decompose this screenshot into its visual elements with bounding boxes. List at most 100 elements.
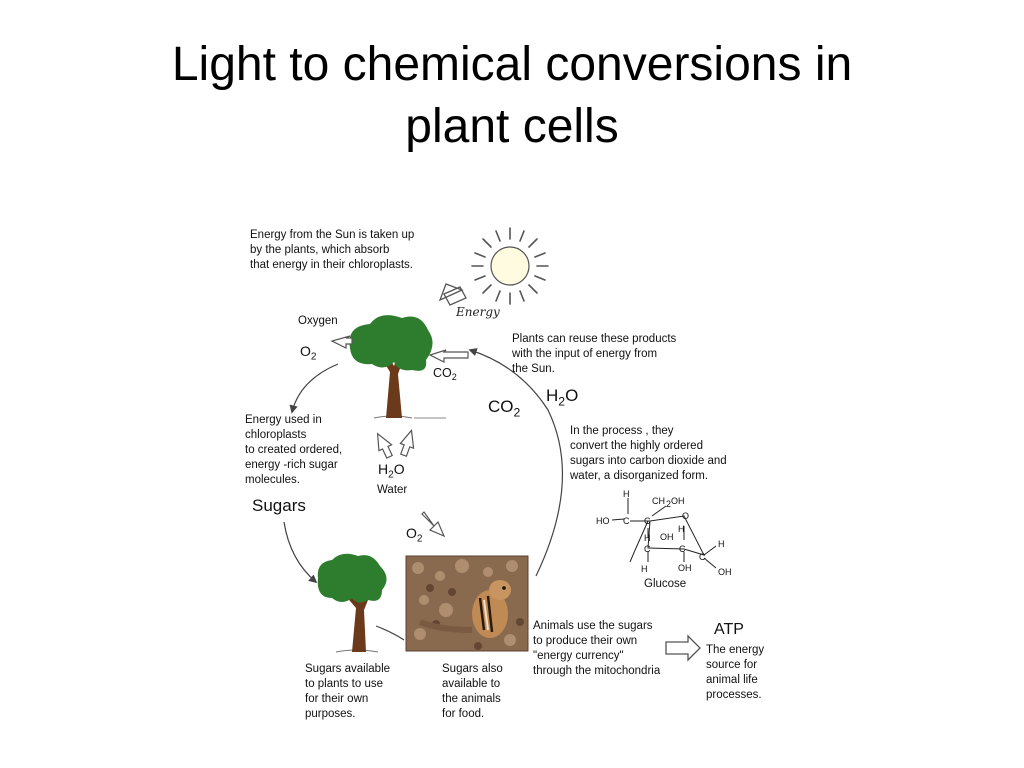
atp-arrow — [665, 634, 701, 662]
svg-text:C: C — [644, 544, 651, 554]
svg-text:OH: OH — [718, 567, 732, 577]
sun-icon — [471, 227, 549, 305]
process-caption: In the process , they convert the highly… — [570, 424, 727, 484]
o2-small-base: O — [406, 525, 417, 541]
co2-in-arrow — [428, 349, 469, 363]
svg-text:OH: OH — [660, 532, 674, 542]
reuse-caption-line: with the input of energy from — [512, 348, 658, 360]
water-symbol: H2O — [378, 461, 405, 481]
o2-base: O — [300, 343, 311, 359]
atp-label: ATP — [714, 621, 744, 638]
co2-large-base: CO — [488, 397, 514, 416]
chloroplast-caption-line: energy -rich sugar — [245, 459, 338, 471]
co2-tree-symbol: CO2 — [433, 366, 457, 385]
svg-text:H: H — [644, 533, 651, 543]
sun-caption-line: by the plants, which absorb — [250, 244, 390, 256]
svg-text:H: H — [641, 564, 648, 574]
co2-large: CO2 — [488, 397, 520, 419]
oxygen-label: Oxygen — [298, 315, 338, 327]
water-base: H — [378, 461, 389, 477]
atp-caption-line: processes. — [706, 689, 762, 701]
chloroplast-caption-line: Energy used in — [245, 414, 322, 426]
process-caption-line: sugars into carbon dioxide and — [570, 455, 727, 467]
animals-caption-line: through the mitochondria — [533, 665, 661, 677]
o2-sub: 2 — [310, 351, 317, 363]
animals-caption-line: Animals use the sugars — [533, 620, 653, 632]
tree-top-icon — [349, 315, 433, 419]
svg-text:O: O — [682, 511, 689, 521]
chloroplast-caption-line: to created ordered, — [245, 444, 343, 456]
svg-text:OH: OH — [678, 563, 692, 573]
animals-caption-line: to produce their own — [533, 635, 638, 647]
glucose-structure — [611, 498, 717, 569]
energy-arrow — [438, 283, 467, 306]
svg-text:H: H — [718, 539, 725, 549]
svg-text:HO: HO — [596, 516, 610, 526]
co2-tree-base: CO — [433, 366, 452, 380]
h2o-large-base: H — [546, 386, 559, 405]
chloroplast-caption-line: molecules. — [245, 474, 300, 486]
cycle-arc-left-top — [289, 363, 339, 414]
plants-sugars-caption-line: for their own — [305, 693, 369, 705]
svg-text:C: C — [644, 516, 651, 526]
oxygen-arrow — [330, 335, 353, 349]
plants-sugars-caption-line: purposes. — [305, 708, 356, 720]
animals-food-caption-line: available to — [442, 678, 501, 690]
animals-caption-line: "energy currency" — [533, 650, 624, 662]
h2o-large: H2O — [546, 386, 578, 408]
co2-large-sub: 2 — [513, 405, 521, 420]
plants-sugars-caption: Sugars available to plants to use for th… — [305, 662, 390, 722]
sun-caption-line: that energy in their chloroplasts. — [250, 259, 414, 271]
o2-small-sub: 2 — [416, 533, 423, 545]
atp-caption: The energy source for animal life proces… — [706, 643, 764, 703]
bottom-connector — [375, 625, 405, 641]
water-label: Water — [377, 484, 408, 496]
svg-text:H: H — [623, 489, 630, 499]
chloroplast-caption: Energy used in chloroplasts to created o… — [245, 413, 342, 488]
title-line-1: Light to chemical conversions in — [171, 38, 853, 91]
animals-food-caption-line: Sugars also — [442, 663, 503, 675]
svg-text:C: C — [623, 516, 630, 526]
sugars-label: Sugars — [252, 496, 306, 515]
glucose-atoms: H HO C CH 2 OH C O H H OH C C C H OH H O… — [596, 489, 732, 577]
plants-sugars-caption-line: to plants to use — [305, 678, 383, 690]
atp-caption-line: The energy — [706, 644, 765, 656]
animals-food-caption-line: for food. — [442, 708, 485, 720]
reuse-caption-line: Plants can reuse these products — [512, 333, 677, 345]
svg-text:C: C — [699, 552, 706, 562]
o2-down-arrow — [421, 511, 446, 538]
atp-caption-line: animal life — [706, 674, 758, 686]
plants-sugars-caption-line: Sugars available — [305, 663, 391, 675]
h2o-large-tail: O — [565, 386, 579, 405]
process-caption-line: water, a disorganized form. — [570, 470, 709, 482]
cycle-arc-left — [283, 521, 318, 584]
co2-tree-sub: 2 — [451, 372, 457, 383]
svg-text:H: H — [678, 524, 685, 534]
energy-label: Energy — [456, 305, 500, 319]
h2o-large-sub: 2 — [558, 394, 566, 409]
process-caption-line: convert the highly ordered — [570, 440, 703, 452]
water-tail: O — [393, 461, 405, 477]
slide-title: Light to chemical conversions in plant c… — [0, 34, 1024, 158]
sun-caption: Energy from the Sun is taken up by the p… — [250, 228, 414, 273]
animals-food-caption: Sugars also available to the animals for… — [442, 662, 503, 722]
svg-text:CH: CH — [652, 496, 665, 506]
sun-caption-line: Energy from the Sun is taken up — [250, 229, 415, 241]
glucose-label: Glucose — [644, 578, 687, 590]
water-arrows — [376, 429, 415, 459]
animals-caption: Animals use the sugars to produce their … — [533, 619, 660, 679]
reuse-caption-line: the Sun. — [512, 363, 555, 375]
chloroplast-caption-line: chloroplasts — [245, 429, 307, 441]
cycle-arc-right — [468, 348, 564, 577]
title-line-2: plant cells — [405, 100, 619, 153]
svg-text:OH: OH — [671, 496, 685, 506]
chipmunk-photo — [405, 555, 529, 652]
o2-symbol: O2 — [300, 343, 317, 363]
svg-text:C: C — [679, 544, 686, 554]
water-sub: 2 — [388, 469, 394, 481]
process-caption-line: In the process , they — [570, 425, 674, 437]
reuse-caption: Plants can reuse these products with the… — [512, 332, 676, 377]
animals-food-caption-line: the animals — [442, 693, 501, 705]
o2-small: O2 — [406, 525, 423, 545]
